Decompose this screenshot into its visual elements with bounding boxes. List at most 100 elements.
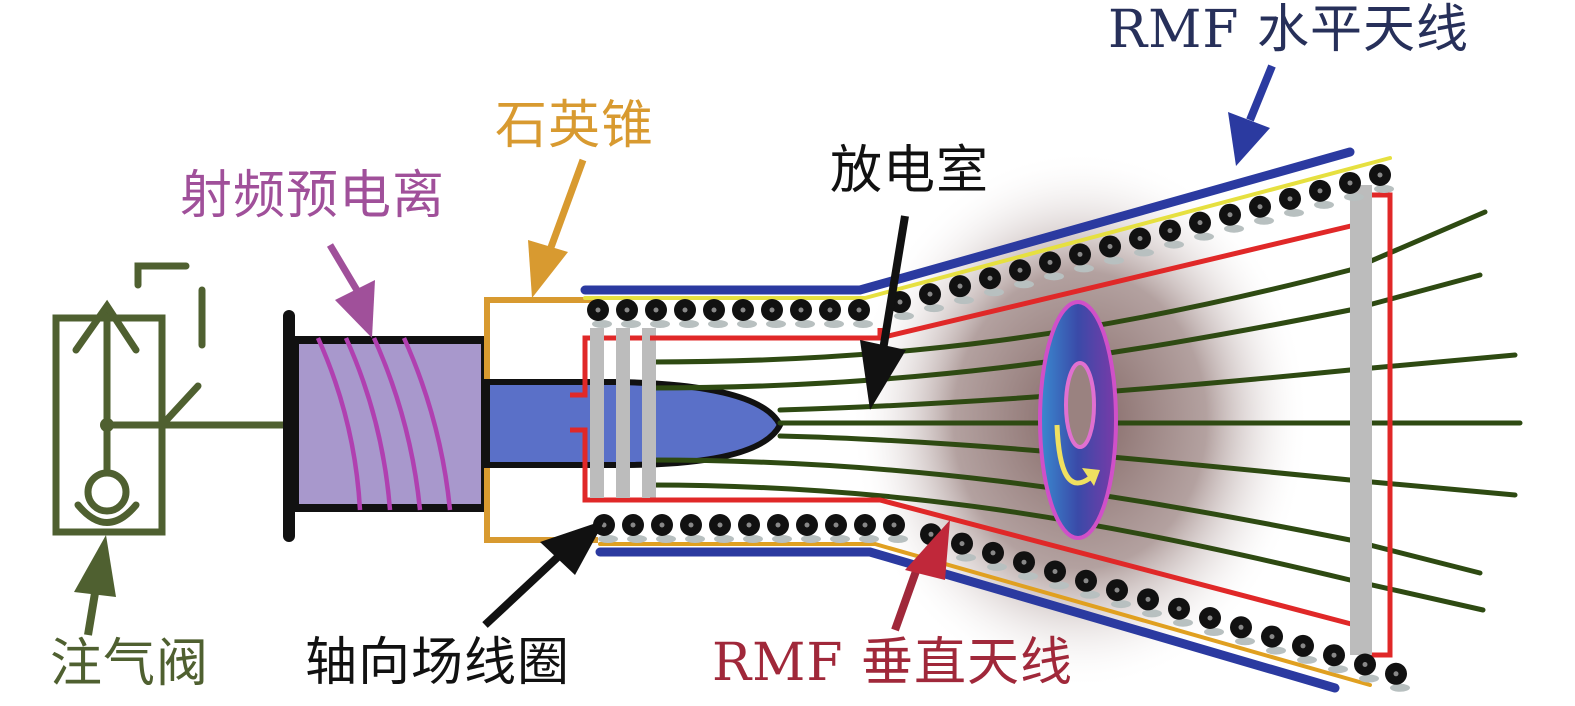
coil-shadow	[956, 553, 976, 562]
label-discharge-chamber: 放电室	[830, 141, 990, 201]
coil-shadow	[1374, 185, 1394, 193]
coil-turn-center	[1114, 587, 1120, 593]
coil-turn-center	[1257, 204, 1263, 210]
coil-shadow	[954, 296, 974, 305]
end-bar	[1350, 185, 1372, 655]
coil-shadow	[1359, 674, 1379, 683]
coil-turn-center	[630, 522, 636, 528]
coil-turn-center	[595, 307, 601, 313]
coil-turn-center	[746, 522, 752, 528]
coil-turn-center	[827, 307, 833, 313]
coil-shadow	[1224, 224, 1244, 233]
plasma-jet	[484, 379, 784, 468]
quartz-cone-arrow	[528, 158, 587, 298]
coil-shadow	[598, 535, 618, 543]
coil-turn-center	[987, 275, 993, 281]
coil-shadow	[592, 320, 612, 328]
coil-turn-center	[1362, 662, 1368, 667]
coil-shadow	[1173, 618, 1193, 627]
coil-turn-center	[1227, 212, 1233, 218]
coil-turn-center	[769, 307, 775, 313]
coil-shadow	[1204, 628, 1224, 636]
coil-turn-center	[957, 283, 963, 289]
coil-shadow	[984, 288, 1004, 297]
coil-turn-center	[928, 531, 934, 537]
coil-turn-center	[1077, 251, 1083, 257]
coil-shadow	[1018, 572, 1038, 581]
coil-shadow	[924, 304, 944, 313]
coil-shadow	[1328, 665, 1348, 674]
rf-preionization-chamber	[283, 310, 489, 542]
coil-shadow	[1014, 280, 1034, 289]
coil-turn-center	[1017, 267, 1023, 273]
coil-shadow	[859, 535, 879, 543]
coil-turn-center	[717, 522, 723, 528]
coil-shadow	[1044, 272, 1064, 281]
field-line	[647, 272, 1483, 391]
coil-turn-center	[1207, 615, 1213, 621]
coil-turn-center	[688, 522, 694, 528]
coil-shadow	[650, 320, 670, 328]
coil-turn-center	[804, 522, 810, 528]
field-line	[647, 482, 1486, 613]
coil-shadow	[1111, 600, 1131, 609]
coil-turn-center	[1393, 671, 1399, 677]
coil-shadow	[1284, 208, 1304, 217]
rmf-horizontal-antenna-bars	[580, 147, 1392, 693]
coil-shadow	[1080, 590, 1100, 599]
coil-turn-center	[856, 307, 862, 313]
coil-shadow	[708, 320, 728, 328]
field-line	[647, 209, 1488, 365]
axial-field-coil-arrow	[482, 520, 605, 628]
coil-turn-center	[775, 522, 781, 528]
label-quartz-cone: 石英锥	[495, 96, 655, 156]
coil-turn-center	[990, 550, 996, 556]
coil-turn-center	[1197, 220, 1203, 226]
rmf-vertical-antenna-arrow	[891, 520, 950, 632]
coil-turn-center	[1176, 606, 1182, 612]
coil-shadow	[766, 320, 786, 328]
coil-shadow	[743, 535, 763, 543]
coil-turn-center	[1331, 652, 1337, 658]
coil-turn-center	[1167, 228, 1173, 234]
axial-coil-bottom	[593, 514, 1410, 692]
coil-turn-center	[833, 522, 839, 528]
coil-shadow	[1049, 581, 1069, 590]
label-rf-preionization: 射频预电离	[180, 166, 446, 226]
coil-shadow	[737, 320, 757, 328]
coil-shadow	[824, 320, 844, 328]
coil-shadow	[627, 535, 647, 543]
coil-turn-center	[927, 291, 933, 297]
coil-shadow	[656, 535, 676, 543]
coil-turn-center	[1317, 188, 1323, 194]
valve-junction	[100, 418, 114, 432]
field-line	[647, 457, 1483, 576]
coil-turn-center	[891, 522, 897, 528]
label-rmf-horizontal-antenna: RMF 水平天线	[1108, 0, 1470, 60]
coil-shadow	[1235, 637, 1255, 646]
coil-turn-center	[862, 522, 868, 528]
rotation-arrow-icon	[1054, 424, 1092, 486]
gas-valve-symbol	[52, 262, 294, 536]
coil-turn-center	[959, 541, 965, 547]
coil-turn-center	[740, 307, 746, 313]
coil-turn-center	[624, 307, 630, 313]
coil-shadow	[830, 535, 850, 543]
coil-turn-center	[1377, 172, 1383, 178]
coil-turn-center	[1347, 180, 1353, 186]
coil-shadow	[1344, 192, 1364, 201]
coil-turn-center	[1083, 578, 1089, 584]
coil-shadow	[714, 535, 734, 543]
coil-shadow	[1074, 264, 1094, 273]
coil-turn-center	[1021, 559, 1027, 565]
coil-shadow	[1297, 655, 1317, 664]
coil-shadow	[679, 320, 699, 328]
coil-turn-center	[1052, 569, 1058, 574]
coil-shadow	[1254, 216, 1274, 225]
coil-shadow	[1390, 683, 1410, 692]
coil-shadow	[801, 535, 821, 543]
coil-shadow	[1142, 609, 1162, 618]
coil-turn-center	[653, 307, 659, 313]
label-rmf-vertical-antenna: RMF 垂直天线	[712, 633, 1074, 693]
coil-shadow	[1164, 240, 1184, 249]
